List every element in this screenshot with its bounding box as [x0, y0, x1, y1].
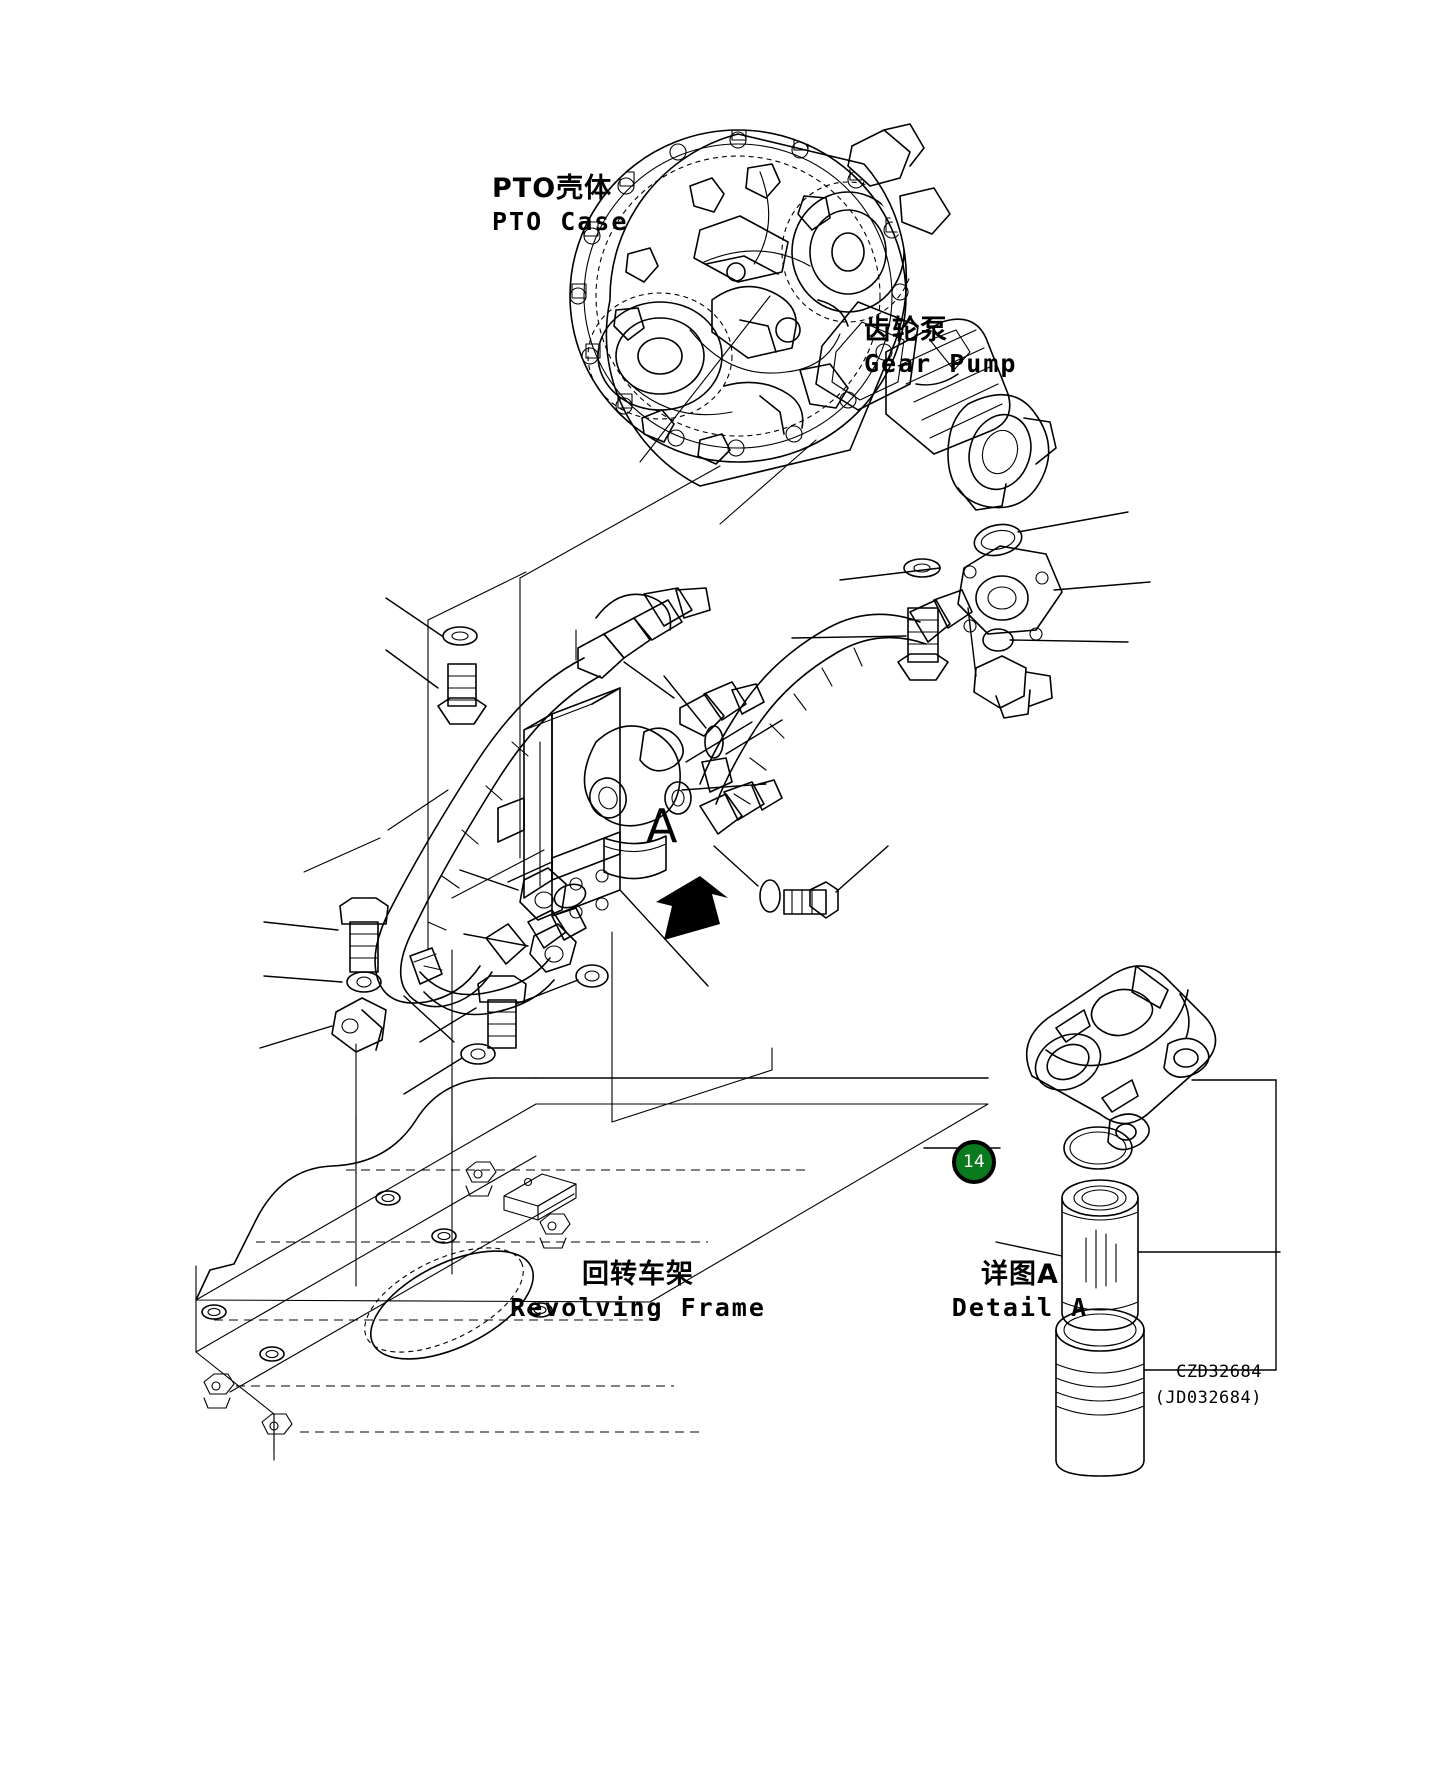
detail-a-assembly — [923, 965, 1281, 1477]
assembly-projection-lines — [303, 295, 817, 1175]
drawing-number-block: CZD32684 (JD032684) — [1022, 1360, 1262, 1411]
revolving-frame-label-en: Revolving Frame — [510, 1292, 766, 1322]
pto-case-label: PTO壳体 PTO Case — [492, 172, 628, 237]
revolving-frame — [195, 1077, 989, 1461]
hose-assembly — [374, 587, 973, 1016]
leader-gear-pump — [915, 373, 959, 386]
hardware-top-right — [791, 511, 1151, 719]
hardware-lower-left — [259, 897, 455, 1053]
pto-case-label-cn: PTO壳体 — [492, 173, 613, 204]
detail-a-label: 详图A Detail A — [898, 1258, 1142, 1323]
revolving-frame-label: 回转车架 Revolving Frame — [498, 1258, 778, 1323]
gear-pump-assembly — [815, 301, 1057, 511]
detail-a-label-cn: 详图A — [981, 1259, 1059, 1290]
detail-a-label-en: Detail A — [951, 1292, 1089, 1322]
section-view-letter-a: A — [646, 799, 678, 853]
filter-bracket-assembly — [497, 687, 767, 987]
drawing-number-alt: (JD032684) — [1154, 1387, 1262, 1408]
pto-case-assembly — [569, 123, 951, 487]
hardware-left-upper — [385, 597, 487, 725]
gear-pump-label-en: Gear Pump — [864, 348, 1018, 378]
part-callout-badge-14[interactable]: 14 — [952, 1140, 996, 1184]
gear-pump-label: 齿轮泵 Gear Pump — [864, 314, 1017, 379]
hardware-right-of-filter — [623, 661, 889, 919]
pto-case-label-en: PTO Case — [492, 206, 629, 236]
drawing-number-primary: CZD32684 — [1176, 1362, 1262, 1382]
revolving-frame-label-cn: 回转车架 — [582, 1259, 694, 1290]
gear-pump-label-cn: 齿轮泵 — [864, 315, 948, 346]
